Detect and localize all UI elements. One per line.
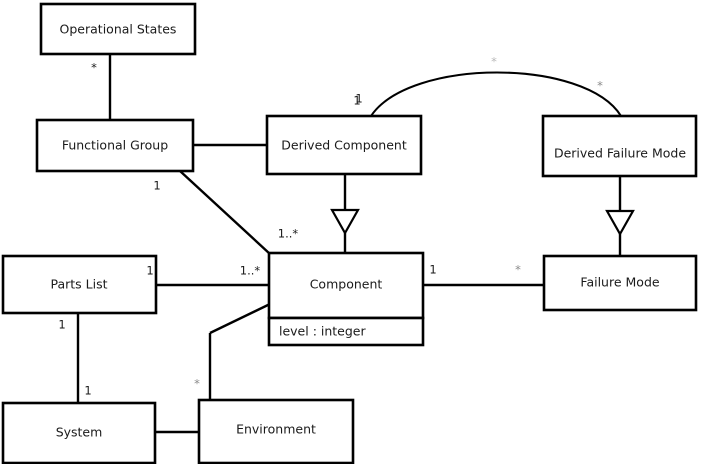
- multiplicity-component-diagonal-one-star: 1..*: [278, 227, 299, 241]
- association-functional-group-component: [179, 170, 271, 255]
- class-rect-system: [1, 401, 157, 464]
- class-box-component[interactable]: Component level : integer: [267, 251, 425, 347]
- multiplicity-component-right-one: 1: [429, 263, 436, 277]
- class-rect-component-attributes: [267, 316, 425, 347]
- class-box-environment[interactable]: Environment: [197, 398, 355, 464]
- class-box-operational-states[interactable]: Operational States: [39, 2, 197, 56]
- generalization-triangle-derived-component: [330, 208, 360, 236]
- class-rect-functional-group: [35, 118, 195, 173]
- generalization-triangle-derived-failure-mode: [605, 209, 635, 237]
- multiplicity-derived-failure-mode-arc-star: *: [597, 79, 603, 93]
- multiplicity-parts-list-one: 1: [146, 264, 153, 278]
- class-attribute-component-level: level : integer: [279, 324, 366, 339]
- class-name-failure-mode: Failure Mode: [580, 275, 659, 290]
- class-name-parts-list: Parts List: [50, 277, 107, 292]
- class-box-derived-component[interactable]: Derived Component: [265, 114, 423, 176]
- class-name-operational-states: Operational States: [60, 22, 177, 37]
- multiplicity-environment-star: *: [194, 377, 200, 391]
- multiplicity-functional-group-diagonal-one: 1: [153, 179, 160, 193]
- class-name-derived-failure-mode: Derived Failure Mode: [554, 146, 686, 161]
- class-name-environment: Environment: [236, 422, 316, 437]
- class-rect-failure-mode: [542, 254, 698, 312]
- class-rect-environment: [197, 398, 355, 464]
- class-rect-derived-failure-mode: [541, 114, 698, 178]
- class-name-system: System: [56, 425, 103, 440]
- class-box-parts-list[interactable]: Parts List: [1, 254, 158, 315]
- multiplicity-arc-apex-star: *: [491, 55, 497, 69]
- class-rect-parts-list: [1, 254, 158, 315]
- class-rect-derived-component: [265, 114, 423, 176]
- class-box-failure-mode[interactable]: Failure Mode: [542, 254, 698, 312]
- class-name-functional-group: Functional Group: [62, 138, 168, 153]
- multiplicity-system-up-one: 1: [84, 384, 91, 398]
- association-derived-component-derived-failure-mode: [370, 71, 622, 117]
- class-rect-operational-states: [39, 2, 197, 56]
- multiplicity-failure-mode-star: *: [515, 263, 521, 277]
- multiplicity-component-left-one-star: 1..*: [240, 264, 261, 278]
- class-box-functional-group[interactable]: Functional Group: [35, 118, 195, 173]
- class-name-component: Component: [310, 277, 383, 292]
- multiplicity-operational-states-star: *: [91, 61, 97, 75]
- class-name-derived-component: Derived Component: [281, 138, 407, 153]
- class-rect-component-name: [267, 251, 425, 320]
- multiplicity-functional-group-derived-component-one: 1: [353, 94, 360, 108]
- multiplicity-parts-list-down-one: 1: [58, 318, 65, 332]
- class-box-system[interactable]: System: [1, 401, 157, 464]
- multiplicity-derived-component-arc-one: 1: [355, 92, 362, 106]
- association-environment-component-diagonal: [209, 302, 271, 335]
- class-box-derived-failure-mode[interactable]: Derived Failure Mode: [541, 114, 698, 178]
